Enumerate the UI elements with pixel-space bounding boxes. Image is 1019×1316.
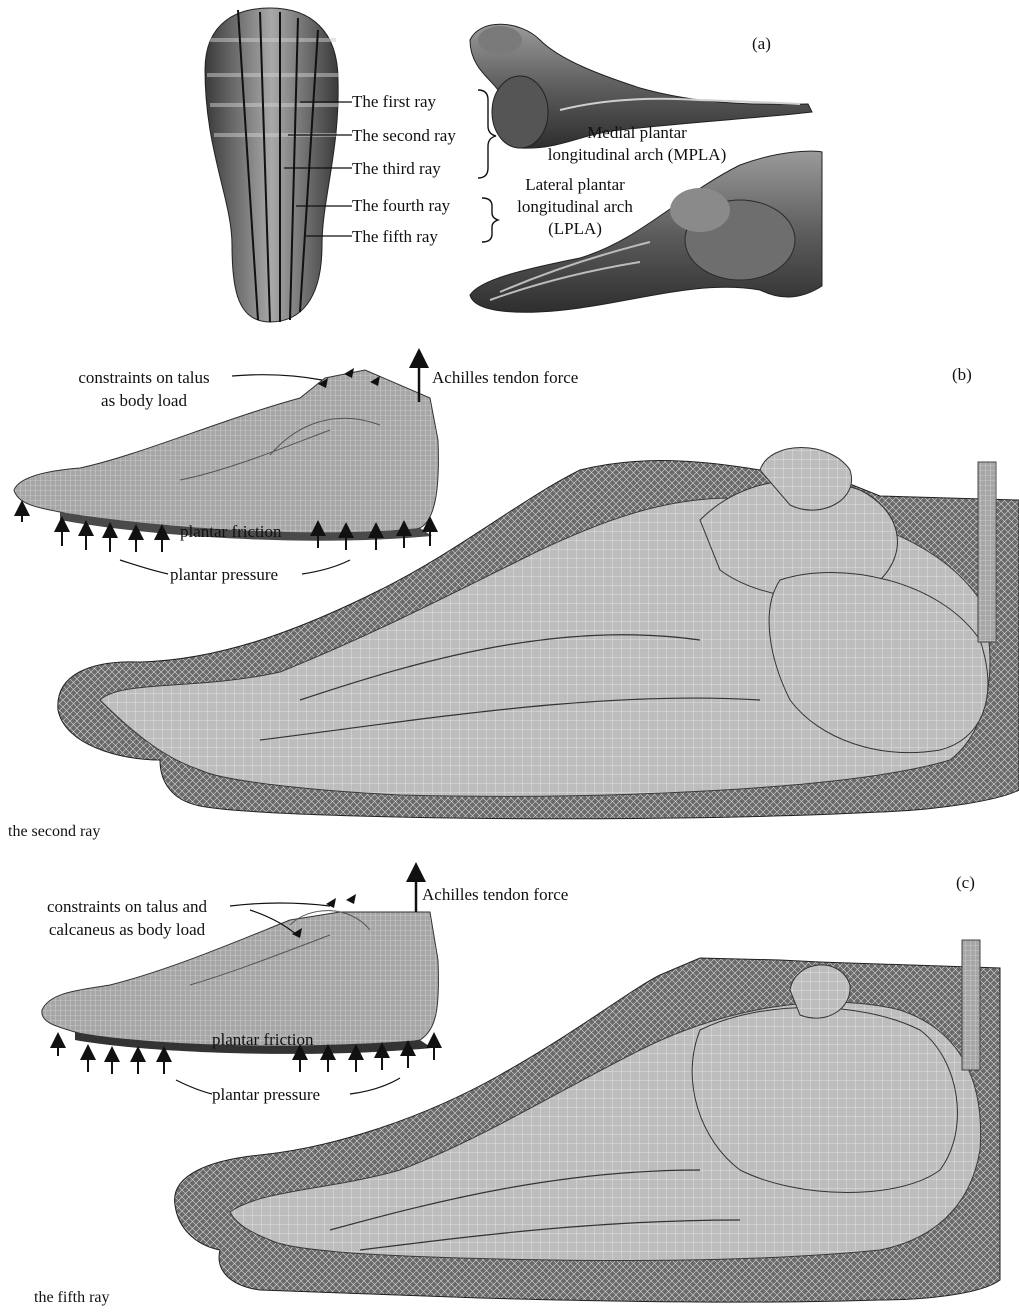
lpla-label-line1: Lateral plantar xyxy=(490,176,660,193)
mpla-label-line2: longitudinal arch (MPLA) xyxy=(502,146,772,163)
constraint-label-b-line2: as body load xyxy=(56,392,232,409)
achilles-label-b: Achilles tendon force xyxy=(432,369,578,386)
constraint-label-b-line1: constraints on talus xyxy=(56,369,232,386)
achilles-label-c: Achilles tendon force xyxy=(422,886,568,903)
ray-label-third: The third ray xyxy=(352,160,441,177)
ray-label-first: The first ray xyxy=(352,93,436,110)
lpla-label-line3: (LPLA) xyxy=(490,220,660,237)
mpla-label-line1: Medial plantar xyxy=(502,124,772,141)
pressure-label-c: plantar pressure xyxy=(212,1086,320,1103)
panel-a-tag: (a) xyxy=(752,35,771,52)
plantar-sole-model xyxy=(205,8,339,322)
ray-label-fourth: The fourth ray xyxy=(352,197,450,214)
constraint-label-c-line1: constraints on talus and xyxy=(22,898,232,915)
pressure-label-b: plantar pressure xyxy=(170,566,278,583)
constraint-leader-b xyxy=(232,375,322,380)
caption-fifth-ray: the fifth ray xyxy=(34,1290,110,1306)
panel-b-tag: (b) xyxy=(952,366,972,383)
ray-label-second: The second ray xyxy=(352,127,456,144)
panel-c-tag: (c) xyxy=(956,874,975,891)
caption-second-ray: the second ray xyxy=(8,824,100,840)
constraint-label-c-line2: calcaneus as body load xyxy=(22,921,232,938)
ray-label-fifth: The fifth ray xyxy=(352,228,438,245)
lpla-label-line2: longitudinal arch xyxy=(490,198,660,215)
friction-label-c: plantar friction xyxy=(212,1031,314,1048)
friction-label-b: plantar friction xyxy=(180,523,282,540)
